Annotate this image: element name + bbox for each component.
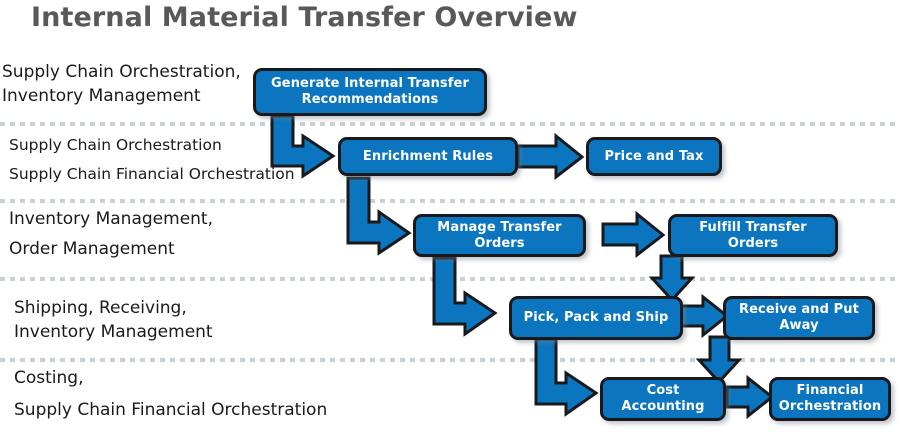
arrow-manage-to-pick-pack xyxy=(432,256,498,337)
lane-1-line-1: Supply Chain Orchestration, xyxy=(2,62,241,82)
lane-separator-1 xyxy=(0,122,900,126)
lane-2-line-1: Supply Chain Orchestration xyxy=(9,136,222,154)
lane-separator-2 xyxy=(0,199,900,203)
node-enrichment-rules[interactable]: Enrichment Rules xyxy=(338,137,518,176)
node-price-and-tax[interactable]: Price and Tax xyxy=(586,137,722,176)
lane-3-line-2: Order Management xyxy=(9,239,175,259)
node-cost-accounting-line-2: Accounting xyxy=(621,399,705,414)
node-financial-orchestration[interactable]: Financial Orchestration xyxy=(769,377,891,421)
page-title: Internal Material Transfer Overview xyxy=(31,2,578,33)
arrow-pick-pack-to-cost-accounting xyxy=(534,337,599,417)
node-receive-put-away-line-1: Receive and Put xyxy=(739,302,859,317)
lane-3-line-1: Inventory Management, xyxy=(9,209,213,229)
lane-1-line-2: Inventory Management xyxy=(2,86,201,106)
lane-separator-3 xyxy=(0,277,900,281)
node-fulfill-transfer-line-2: Orders xyxy=(727,235,779,251)
lane-2-line-2: Supply Chain Financial Orchestration xyxy=(9,165,295,183)
node-receive-put-away-line-2: Away xyxy=(779,318,819,333)
node-manage-transfer-orders[interactable]: Manage Transfer Orders xyxy=(413,214,586,257)
node-pick-pack-and-ship-label: Pick, Pack and Ship xyxy=(523,310,669,325)
node-cost-accounting[interactable]: Cost Accounting xyxy=(600,377,726,421)
arrow-enrichment-to-price-tax xyxy=(516,132,585,181)
lane-5-line-1: Costing, xyxy=(14,368,84,388)
node-fulfill-transfer-line-1: Fulfill Transfer xyxy=(699,219,807,235)
arrow-cost-accounting-to-financial xyxy=(725,374,775,420)
lane-4-line-2: Inventory Management xyxy=(14,322,213,342)
node-receive-and-put-away[interactable]: Receive and Put Away xyxy=(723,296,875,340)
lane-label-supply-chain-orchestration-financial: Supply Chain Orchestration Supply Chain … xyxy=(9,134,295,186)
node-enrichment-rules-label: Enrichment Rules xyxy=(362,148,494,164)
node-financial-orchestration-line-1: Financial xyxy=(796,383,864,398)
lane-label-shipping-receiving-inventory: Shipping, Receiving, Inventory Managemen… xyxy=(14,296,213,344)
lane-5-line-2: Supply Chain Financial Orchestration xyxy=(14,400,328,420)
node-cost-accounting-line-1: Cost xyxy=(646,383,680,398)
lane-label-inventory-order-management: Inventory Management, Order Management xyxy=(9,207,213,261)
lane-label-costing-supply-chain-financial: Costing, Supply Chain Financial Orchestr… xyxy=(14,366,327,422)
node-financial-orchestration-line-2: Orchestration xyxy=(778,399,882,414)
node-generate-line-1: Generate Internal Transfer xyxy=(271,76,469,91)
lane-4-line-1: Shipping, Receiving, xyxy=(14,298,187,318)
node-manage-transfer-line-2: Orders xyxy=(474,235,525,251)
lane-separator-4 xyxy=(0,358,900,362)
lane-label-supply-chain-orchestration-inventory: Supply Chain Orchestration, Inventory Ma… xyxy=(2,60,241,108)
node-price-and-tax-label: Price and Tax xyxy=(604,148,704,164)
arrow-manage-to-fulfill xyxy=(601,210,666,259)
node-pick-pack-and-ship[interactable]: Pick, Pack and Ship xyxy=(509,296,683,340)
node-generate-internal-transfer-recommendations[interactable]: Generate Internal Transfer Recommendatio… xyxy=(253,68,487,116)
node-manage-transfer-line-1: Manage Transfer xyxy=(437,219,562,235)
arrow-enrichment-to-manage-transfer xyxy=(346,176,412,256)
arrow-pick-pack-to-receive xyxy=(679,293,730,339)
node-fulfill-transfer-orders[interactable]: Fulfill Transfer Orders xyxy=(668,214,838,257)
node-generate-line-2: Recommendations xyxy=(301,92,439,107)
